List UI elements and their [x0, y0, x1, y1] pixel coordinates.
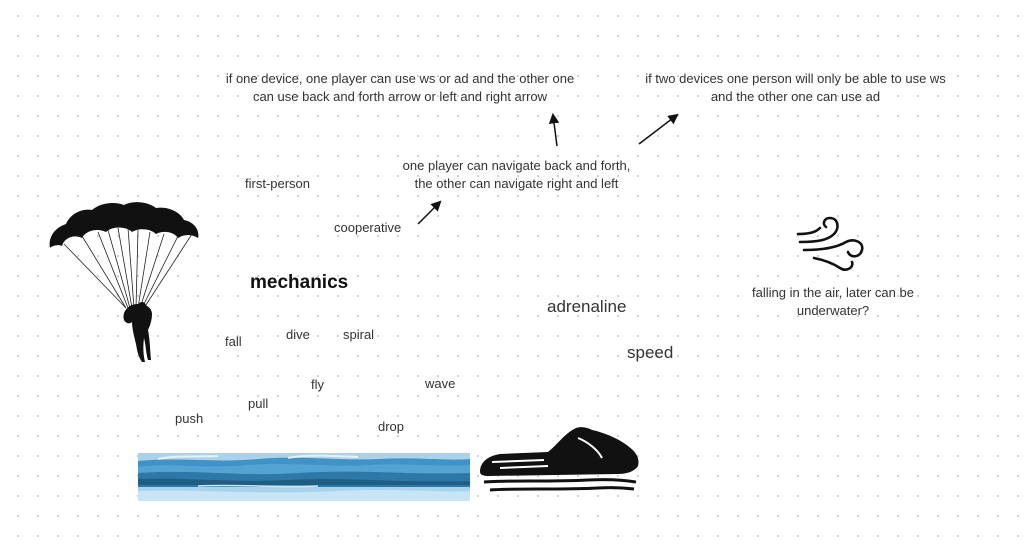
word-cooperative[interactable]: cooperative — [334, 220, 402, 235]
word-dive[interactable]: dive — [286, 327, 310, 342]
word-spiral[interactable]: spiral — [343, 327, 375, 342]
note-navigate-line1: one player can navigate back and forth, — [402, 158, 631, 173]
arrow-to-one-device-note[interactable] — [548, 112, 560, 147]
arrow-cooperative-to-navigate[interactable] — [417, 200, 442, 225]
jetski-icon[interactable] — [478, 424, 642, 494]
word-wave[interactable]: wave — [425, 376, 456, 391]
note-falling[interactable]: falling in the air, later can be underwa… — [733, 284, 933, 320]
word-pull[interactable]: pull — [248, 396, 269, 411]
word-adrenaline[interactable]: adrenaline — [547, 297, 627, 316]
note-navigate-line2: the other can navigate right and left — [414, 176, 619, 191]
note-falling-line1: falling in the air, later can be — [752, 285, 914, 300]
word-mechanics[interactable]: mechanics — [250, 272, 349, 293]
note-falling-line2: underwater? — [796, 303, 870, 318]
ocean-strip-image[interactable] — [138, 453, 470, 501]
note-navigate[interactable]: one player can navigate back and forth, … — [384, 157, 649, 193]
note-two-devices[interactable]: if two devices one person will only be a… — [628, 70, 963, 106]
parachute-icon[interactable] — [46, 198, 202, 368]
note-one-device-line1: if one device, one player can use ws or … — [225, 71, 575, 86]
word-fall[interactable]: fall — [225, 334, 242, 349]
note-two-devices-line2: and the other one can use ad — [710, 89, 881, 104]
word-push[interactable]: push — [175, 411, 204, 426]
note-one-device-line2: can use back and forth arrow or left and… — [252, 89, 548, 104]
word-fly[interactable]: fly — [311, 377, 324, 392]
arrow-to-two-devices-note[interactable] — [638, 113, 679, 145]
note-two-devices-line1: if two devices one person will only be a… — [645, 71, 946, 86]
word-drop[interactable]: drop — [378, 419, 405, 434]
word-first-person[interactable]: first-person — [245, 176, 311, 191]
wind-icon[interactable] — [796, 212, 868, 272]
note-one-device[interactable]: if one device, one player can use ws or … — [205, 70, 595, 106]
word-speed[interactable]: speed — [627, 343, 674, 362]
